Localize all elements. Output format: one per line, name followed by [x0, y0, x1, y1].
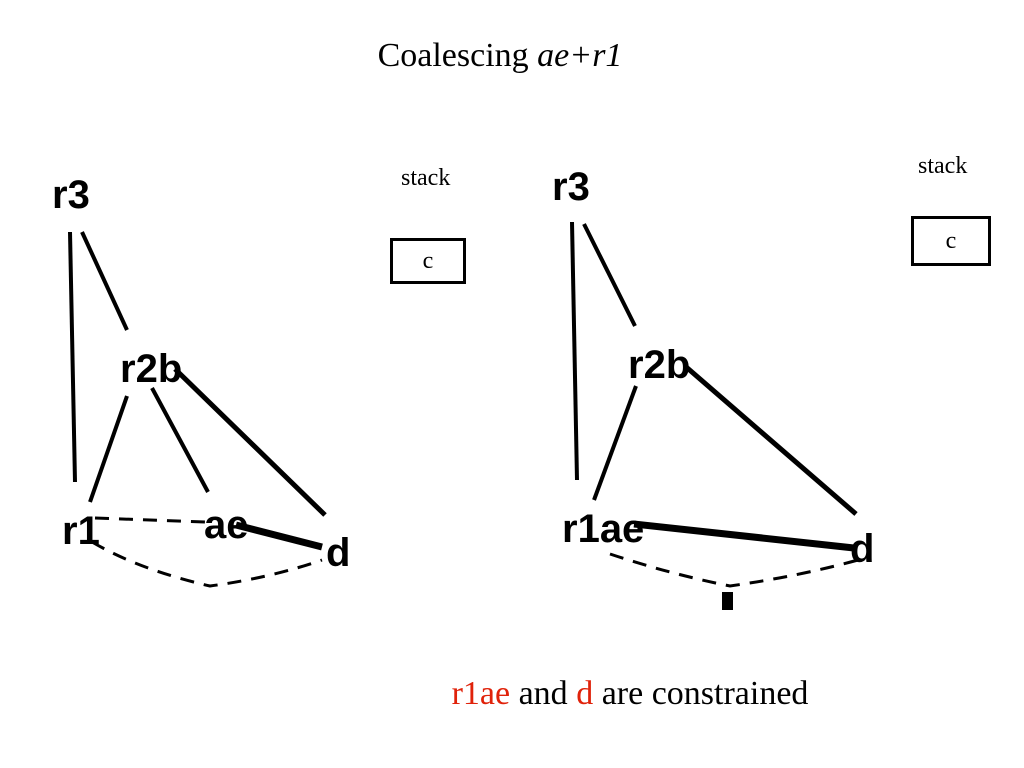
right-stack-label: stack	[918, 153, 968, 179]
right-move-tick	[722, 592, 733, 610]
left-move-r1-d	[91, 540, 323, 588]
left-edge-r3-r1	[68, 231, 77, 483]
caption-tail: are constrained	[593, 675, 809, 712]
right-move-r1ae-d	[609, 552, 859, 588]
left-edge-r3-r2b	[80, 231, 129, 331]
right-edge-r3-r1ae	[570, 221, 579, 481]
left-stack-label: stack	[401, 165, 451, 191]
right-node-r2b: r2b	[628, 343, 690, 387]
right-node-d: d	[850, 527, 874, 571]
right-edge-r2b-r1ae	[592, 385, 638, 501]
left-stack-item: c	[422, 247, 434, 274]
right-node-r1ae: r1ae	[562, 507, 644, 551]
right-stack-item: c	[945, 227, 957, 254]
left-stack-box: c	[390, 238, 466, 284]
right-node-r3: r3	[552, 165, 590, 209]
caption: r1ae and d are constrained	[380, 672, 880, 716]
slide-title: Coalescing ae+r1	[0, 34, 1000, 78]
left-edge-ae-d	[235, 521, 323, 551]
right-edge-r2b-d	[683, 364, 858, 516]
left-move-r1-ae	[94, 516, 207, 524]
left-edge-r2b-d	[173, 367, 327, 517]
left-edge-r2b-ae	[150, 387, 210, 493]
right-graph: r3 r2b r1ae d	[552, 165, 874, 610]
left-node-r3: r3	[52, 173, 90, 217]
right-edge-r1ae-d	[633, 520, 855, 552]
left-edge-r2b-r1	[88, 395, 129, 503]
title-prefix: Coalescing	[377, 37, 538, 74]
right-stack-box: c	[911, 216, 991, 266]
left-node-ae: ae	[204, 503, 249, 547]
left-node-r1: r1	[62, 509, 100, 553]
left-node-r2b: r2b	[120, 347, 182, 391]
title-emphasis: ae+r1	[537, 37, 623, 74]
right-edge-r3-r2b	[582, 223, 637, 327]
left-graph: r3 r2b r1 ae d	[52, 173, 350, 588]
left-node-d: d	[326, 531, 350, 575]
caption-node-r1ae: r1ae	[451, 675, 511, 712]
caption-node-d: d	[576, 675, 594, 712]
caption-mid: and	[510, 675, 577, 712]
